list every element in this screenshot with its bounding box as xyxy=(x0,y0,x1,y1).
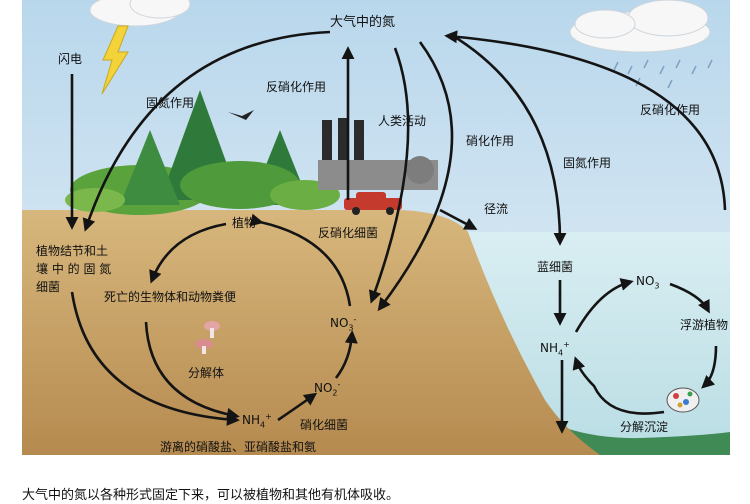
arrow-no3-to-plants xyxy=(249,213,352,307)
caption-strip xyxy=(22,455,730,500)
label-nodule-bacteria-line1: 植物结节和土 xyxy=(36,244,109,258)
label-denitrification-top: 反硝化作用 xyxy=(266,80,327,94)
figure-caption: 大气中的氮以各种形式固定下来，可以被植物和其他有机体吸收。 xyxy=(22,488,400,503)
car-icon xyxy=(344,192,402,215)
label-plankton: 浮游植物 xyxy=(680,318,729,332)
cloud-icon-right xyxy=(569,0,711,53)
label-nodule-bacteria-line3: 细菌 xyxy=(36,280,61,294)
label-human-activity: 人类活动 xyxy=(378,114,427,128)
factory-icon xyxy=(318,118,438,190)
soil xyxy=(22,210,600,455)
label-denitrifying-bacteria: 反硝化细菌 xyxy=(318,226,379,240)
rain-icon xyxy=(613,59,713,89)
no2-soil-text: NO xyxy=(314,381,333,395)
arrow-sediment-to-nh4 xyxy=(572,356,665,415)
bird-icon xyxy=(228,110,254,120)
arrow-fixation-left xyxy=(82,30,331,232)
arrow-nh4-to-no2 xyxy=(277,392,318,422)
arrow-nodule-to-nh4 xyxy=(70,291,240,426)
label-free-salts: 游离的硝酸盐、亚硝酸盐和氨 xyxy=(160,440,317,454)
label-no3-water: NO3 xyxy=(636,274,660,291)
mushroom-icon xyxy=(195,321,220,354)
label-nh4-water: NH4+ xyxy=(540,340,570,358)
nh4-water-text: NH xyxy=(540,341,558,355)
arrow-nitrification-right xyxy=(377,41,454,312)
label-denitrification-right: 反硝化作用 xyxy=(640,103,701,117)
cloud-icon-left xyxy=(89,0,191,27)
arrow-plants-to-dead xyxy=(149,222,227,284)
arrow-denitrification-right xyxy=(444,30,727,211)
arrow-plankton-down xyxy=(701,345,718,389)
arrow-human-activity xyxy=(368,47,410,304)
arrow-runoff xyxy=(439,208,478,230)
label-atmosphere-n2: 大气中的氮 xyxy=(330,15,396,30)
label-lightning: 闪电 xyxy=(58,52,83,66)
label-nh4-soil: NH4+ xyxy=(242,412,272,430)
no3-soil-text: NO xyxy=(330,316,349,330)
lightning-bolt-icon xyxy=(101,25,129,95)
label-nodule-bacteria-line2: 壤 中 的 固 氮 xyxy=(36,262,112,276)
arrow-fixation-right xyxy=(449,32,567,246)
label-no2-soil: NO2- xyxy=(314,380,341,398)
label-nitrification-right: 硝化作用 xyxy=(466,134,515,148)
arrow-nh4-to-no3-water xyxy=(574,278,634,333)
label-decomposers: 分解体 xyxy=(188,366,225,380)
label-cyanobacteria: 蓝细菌 xyxy=(537,260,574,274)
label-runoff: 径流 xyxy=(484,202,509,216)
arrow-no2-to-no3 xyxy=(334,330,358,379)
label-nitrifying-bacteria: 硝化细菌 xyxy=(300,418,349,432)
label-no3-soil: NO3- xyxy=(330,315,357,333)
no3-water-text: NO xyxy=(636,274,655,288)
label-fixation-left: 固氮作用 xyxy=(146,96,195,110)
arrow-no3-to-plankton xyxy=(669,282,710,314)
label-dead-organisms: 死亡的生物体和动物粪便 xyxy=(104,290,237,304)
label-sediment: 分解沉淀 xyxy=(620,420,669,434)
cycle-arrows xyxy=(65,30,727,434)
label-plants: 植物 xyxy=(232,216,257,230)
label-fixation-right: 固氮作用 xyxy=(563,156,612,170)
nh4-soil-text: NH xyxy=(242,413,260,427)
plankton-icon xyxy=(666,387,700,413)
arrow-dead-to-nh4 xyxy=(144,321,240,421)
